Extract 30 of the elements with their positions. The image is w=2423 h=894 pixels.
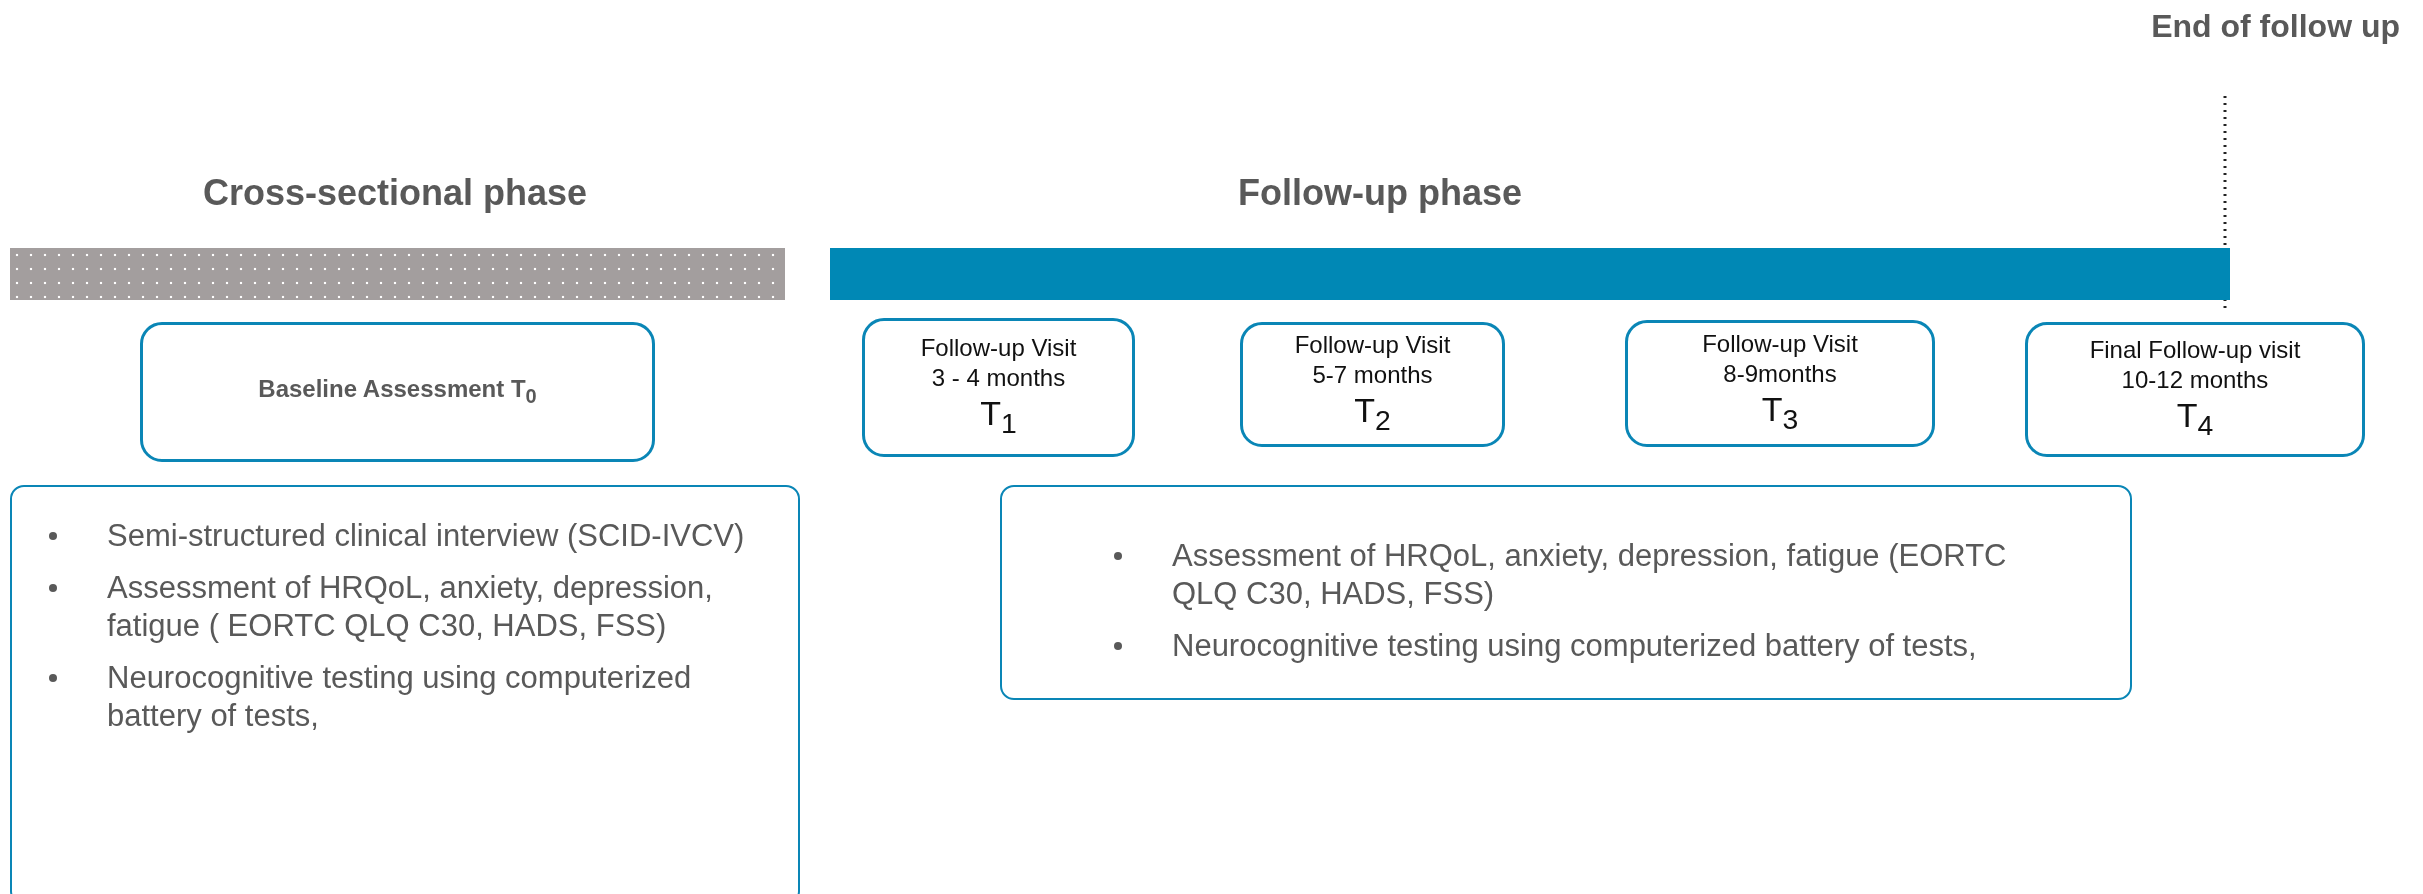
visit-label: T$_{4}$ [2176,394,2214,443]
visit-label: 5-7 months [1312,359,1433,390]
visit-box [140,322,655,462]
visit-label: Follow-up Visit [920,332,1077,363]
bullet-list-box [1000,485,2132,700]
visit-label: T$_{2}$ [1354,389,1391,438]
visit-label: 3 - 4 months [931,362,1066,393]
dotted-timeline-bar [10,248,785,300]
bullet-text: Assessment of HRQoL, anxiety, depression, fatigue (EORTC QLQ C30, HADS, FSS) [1172,537,2008,613]
visit-label: 8-9months [1723,358,1837,389]
visit-label: Follow-up Visit [1702,328,1858,359]
bullet-text: Neurocognitive testing using computerized battery of tests, [107,659,693,735]
bullet-text: Assessment of HRQoL, anxiety, depression, fatigue ( EORTC QLQ C30, HADS, FSS) [107,569,714,645]
end-label: End of follow up [2150,7,2400,46]
bullet-list-box [10,485,800,894]
bullet-text: Semi-structured clinical interview (SCID-IVCV) [107,517,746,555]
visit-box [1240,322,1505,447]
visit-box [862,318,1135,457]
visit-box [1625,320,1935,447]
visit-box [2025,322,2365,457]
phase-heading: Follow-up phase [1238,172,1522,214]
phase-heading: Cross-sectional phase [203,172,588,214]
visit-label: 10-12 months [2121,364,2269,395]
timeline-bar [830,248,2230,300]
bullet-text: Neurocognitive testing using computerized battery of tests, [1172,627,1978,665]
visit-label: T$_{3}$ [1761,388,1799,437]
visit-label: Baseline Assessment T$_{0}$ [258,373,537,409]
visit-label: T$_{1}$ [980,392,1017,441]
visit-label: Follow-up Visit [1294,329,1451,360]
visit-label: Final Follow-up visit [2089,334,2301,365]
